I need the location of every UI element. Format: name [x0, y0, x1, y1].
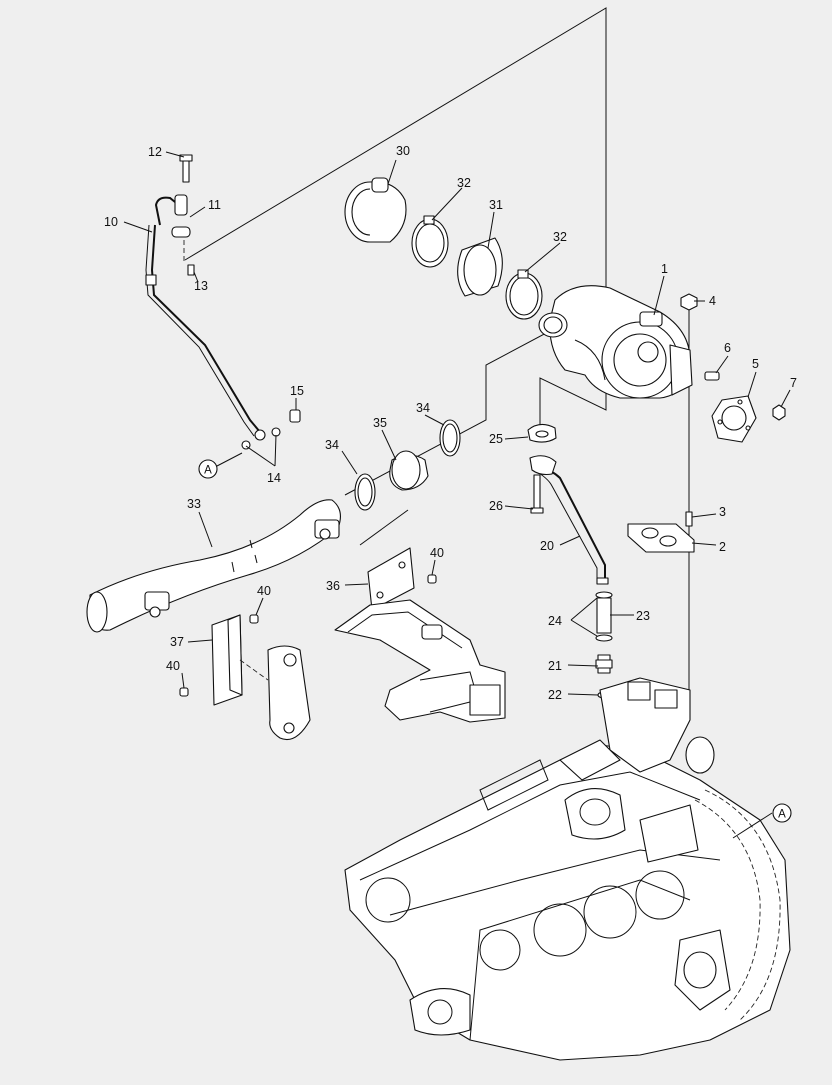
- callout-14: 14: [267, 471, 281, 485]
- callout-32-lower: 32: [553, 230, 567, 244]
- callout-13: 13: [194, 279, 208, 293]
- reference-marker-a-left: A: [198, 459, 218, 479]
- reference-marker-a-left-label: A: [204, 465, 212, 477]
- engine-block: [344, 677, 791, 1061]
- reference-marker-a-right: A: [772, 803, 792, 823]
- callout-labels: 1 2 3 4 5 6 7 10 11 12 13 14 15 20 21 22…: [104, 144, 797, 702]
- callout-7: 7: [790, 376, 797, 390]
- oil-drain-tube: [527, 423, 613, 699]
- callout-40-right: 40: [430, 546, 444, 560]
- callout-4: 4: [709, 294, 716, 308]
- callout-37: 37: [170, 635, 184, 649]
- callout-10: 10: [104, 215, 118, 229]
- callout-40-mid: 40: [257, 584, 271, 598]
- callout-30: 30: [396, 144, 410, 158]
- callout-40-left: 40: [166, 659, 180, 673]
- callout-1: 1: [661, 262, 668, 276]
- callout-20: 20: [540, 539, 554, 553]
- callout-23: 23: [636, 609, 650, 623]
- reference-marker-a-right-label: A: [778, 809, 786, 821]
- callout-32-upper: 32: [457, 176, 471, 190]
- turbo-mounting-hardware: [627, 293, 786, 553]
- callout-11: 11: [208, 198, 221, 212]
- pipe-brackets: [179, 547, 437, 741]
- oil-supply-tube: [145, 154, 301, 450]
- callout-35: 35: [373, 416, 387, 430]
- callout-22: 22: [548, 688, 562, 702]
- compressor-inlet-parts: [344, 177, 543, 320]
- callout-5: 5: [752, 357, 759, 371]
- callout-33: 33: [187, 497, 201, 511]
- callout-34-left: 34: [325, 438, 339, 452]
- callout-2: 2: [719, 540, 726, 554]
- callout-24: 24: [548, 614, 562, 628]
- callout-25: 25: [489, 432, 503, 446]
- callout-21: 21: [548, 659, 562, 673]
- turbocharger: [538, 285, 693, 399]
- callout-3: 3: [719, 505, 726, 519]
- callout-34-right: 34: [416, 401, 430, 415]
- callout-26: 26: [489, 499, 503, 513]
- exhaust-manifold: [334, 599, 506, 723]
- callout-36: 36: [326, 579, 340, 593]
- callout-15: 15: [290, 384, 304, 398]
- charge-air-pipe: [86, 419, 461, 633]
- callout-6: 6: [724, 341, 731, 355]
- callout-12: 12: [148, 145, 162, 159]
- callout-31: 31: [489, 198, 503, 212]
- leader-lines: [123, 151, 791, 839]
